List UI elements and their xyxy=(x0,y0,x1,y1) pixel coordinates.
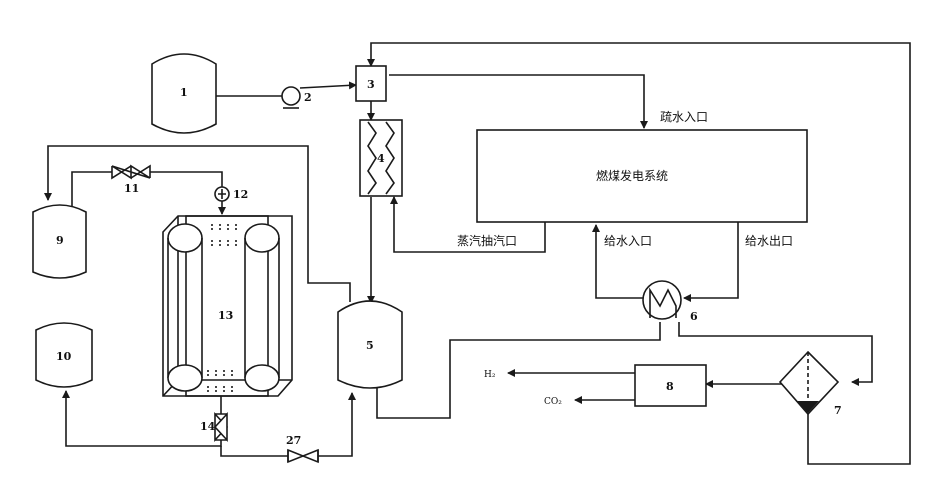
label-c8: 8 xyxy=(666,380,674,393)
heat-coil-4: 4 xyxy=(360,120,402,196)
label-c27: 27 xyxy=(286,434,301,447)
coal-power-system: 燃煤发电系统 xyxy=(477,130,807,222)
storage-tank-9: 9 xyxy=(33,205,86,278)
pipe-9-to-11 xyxy=(72,172,112,208)
label-c12: 12 xyxy=(233,188,248,201)
label-c14: 14 xyxy=(200,420,216,433)
pipe-6-to-7 xyxy=(679,322,872,382)
h2-output-label: H₂ xyxy=(484,370,496,380)
drain-inlet-label: 疏水入口 xyxy=(660,109,708,124)
valve-11: 11 xyxy=(112,166,150,195)
label-c2: 2 xyxy=(304,91,312,104)
label-c11: 11 xyxy=(124,182,139,195)
label-c6: 6 xyxy=(690,310,698,323)
label-c9: 9 xyxy=(56,234,64,247)
storage-tank-10: 10 xyxy=(36,323,92,387)
heat-exchanger-6: 6 xyxy=(643,281,698,323)
pressure-gauge-12: 12 xyxy=(215,187,248,201)
co2-output-label: CO₂ xyxy=(544,397,562,407)
separator-vessel-5: 5 xyxy=(338,301,402,388)
pipe-11-to-12 xyxy=(150,172,222,187)
pipe-3-to-drain-inlet xyxy=(389,75,644,128)
label-c5: 5 xyxy=(366,339,374,352)
label-c1: 1 xyxy=(180,86,188,99)
valve-27: 27 xyxy=(286,434,318,462)
pipe-14-to-27 xyxy=(221,446,288,456)
gas-separation-unit-8: 8 xyxy=(635,365,706,406)
feedwater-inlet-label: 给水入口 xyxy=(604,234,652,248)
storage-tank-1: 1 xyxy=(152,54,216,133)
pump-2: 2 xyxy=(282,87,312,108)
label-c7: 7 xyxy=(834,404,842,417)
power-system-label: 燃煤发电系统 xyxy=(596,168,668,183)
pipe-14-to-10 xyxy=(66,391,221,446)
label-c4: 4 xyxy=(377,152,385,165)
mixer-3: 3 xyxy=(356,66,386,101)
valve-14: 14 xyxy=(200,414,227,440)
label-c13: 13 xyxy=(218,309,233,322)
pipe-feedwater-outlet-to-6 xyxy=(684,222,738,298)
reactor-13: 13 xyxy=(163,216,292,396)
label-c10: 10 xyxy=(56,350,72,363)
filter-7: 7 xyxy=(780,352,842,417)
pipe-5-to-6 xyxy=(377,322,660,418)
pipe-2-to-3 xyxy=(300,85,356,88)
feedwater-outlet-label: 给水出口 xyxy=(745,234,793,248)
pipe-27-to-5 xyxy=(318,393,352,456)
label-c3: 3 xyxy=(367,78,375,91)
steam-extraction-label: 蒸汽抽汽口 xyxy=(457,233,517,248)
